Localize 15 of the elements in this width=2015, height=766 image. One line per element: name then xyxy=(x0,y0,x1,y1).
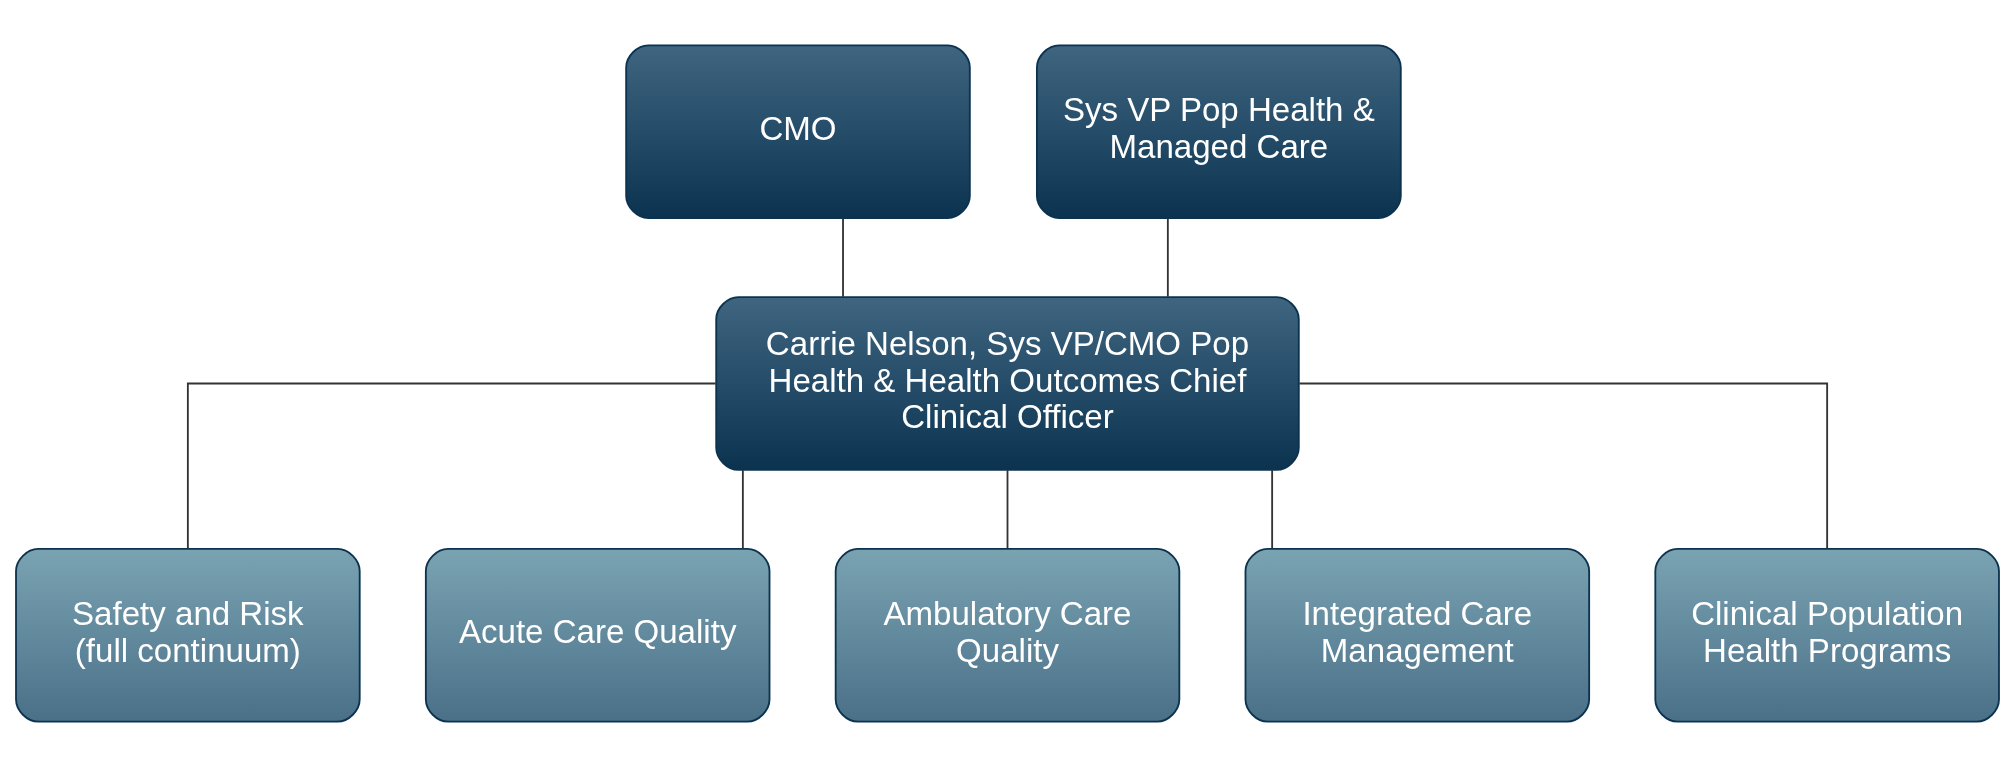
connector xyxy=(1006,468,1009,549)
node-box: Sys VP Pop Health & Managed Care xyxy=(1036,43,1402,219)
connector xyxy=(1298,382,1829,550)
node-box: Safety and Risk (full continuum) xyxy=(15,547,361,723)
node-box: Acute Care Quality xyxy=(424,547,771,723)
connector xyxy=(186,382,717,550)
node-box: CMO xyxy=(625,43,971,219)
connector xyxy=(842,216,844,298)
node-box: Clinical Population Health Programs xyxy=(1654,547,2000,723)
connector xyxy=(1271,468,1274,549)
node-box: Carrie Nelson, Sys VP/CMO Pop Health & Health Outcomes Chief Clinical Officer xyxy=(715,295,1300,471)
node-box: Ambulatory Care Quality xyxy=(834,547,1181,723)
node-box: Integrated Care Management xyxy=(1244,547,1591,723)
connector xyxy=(1166,216,1169,298)
connector xyxy=(741,468,744,549)
